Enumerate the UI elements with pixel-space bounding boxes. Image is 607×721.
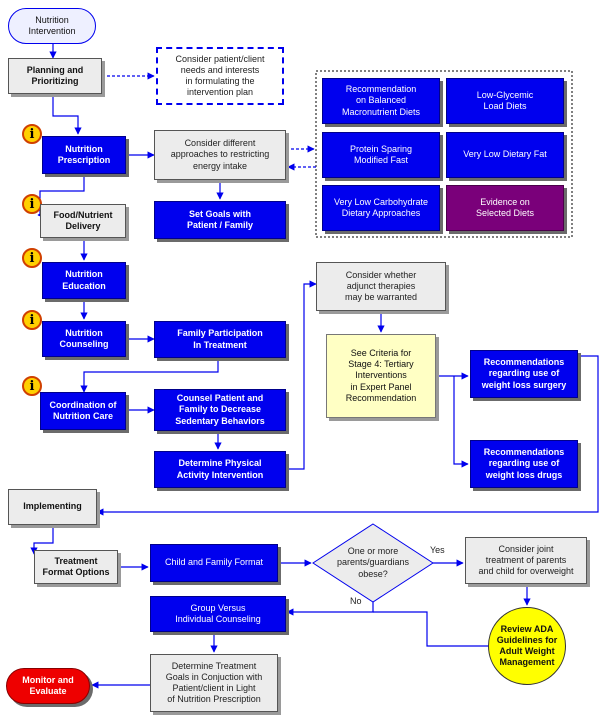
protein-sparing-modified-fast[interactable]: Protein Sparing Modified Fast — [322, 132, 440, 178]
monitor-evaluate-end[interactable]: Monitor and Evaluate — [6, 668, 90, 704]
counsel-sedentary-behaviors-step[interactable]: Counsel Patient and Family to Decrease S… — [154, 389, 286, 431]
edge-implementing-to-treatment-format — [30, 527, 54, 555]
very-low-carbohydrate-approaches[interactable]: Very Low Carbohydrate Dietary Approaches — [322, 185, 440, 231]
edge-planning-to-prescription — [52, 94, 82, 135]
consider-needs-note[interactable]: Consider patient/client needs and intere… — [156, 47, 284, 105]
nutrition-counseling-step[interactable]: Nutrition Counseling — [42, 321, 126, 357]
review-ada-guidelines[interactable]: Review ADA Guidelines for Adult Weight M… — [488, 607, 566, 685]
very-low-dietary-fat[interactable]: Very Low Dietary Fat — [446, 132, 564, 178]
no-label: No — [350, 596, 362, 606]
info-icon[interactable]: i — [22, 376, 42, 396]
food-nutrient-delivery-step[interactable]: Food/Nutrient Delivery — [40, 204, 126, 238]
edge-prescription-to-food-delivery — [37, 176, 85, 219]
info-icon[interactable]: i — [22, 248, 42, 268]
set-goals-step[interactable]: Set Goals with Patient / Family — [154, 201, 286, 239]
consider-joint-treatment-step[interactable]: Consider joint treatment of parents and … — [465, 537, 587, 584]
group-vs-individual-counseling-step[interactable]: Group Versus Individual Counseling — [150, 596, 286, 632]
rec-weight-loss-surgery[interactable]: Recommendations regarding use of weight … — [470, 350, 578, 398]
consider-adjunct-therapies-step[interactable]: Consider whether adjunct therapies may b… — [316, 262, 446, 311]
rec-weight-loss-drugs[interactable]: Recommendations regarding use of weight … — [470, 440, 578, 488]
edge-family-participation-to-coordination — [80, 358, 219, 393]
nutrition-education-step[interactable]: Nutrition Education — [42, 262, 126, 299]
coordination-nutrition-care-step[interactable]: Coordination of Nutrition Care — [40, 392, 126, 430]
treatment-format-options-step[interactable]: Treatment Format Options — [34, 550, 118, 584]
family-participation-step[interactable]: Family Participation In Treatment — [154, 321, 286, 358]
planning-prioritizing-step[interactable]: Planning and Prioritizing — [8, 58, 102, 94]
info-icon[interactable]: i — [22, 194, 42, 214]
edge-no-branch-to-review-ada — [373, 611, 488, 647]
yes-label: Yes — [430, 545, 445, 555]
parents-obese-decision[interactable]: One or more parents/guardians obese? — [336, 546, 410, 579]
edge-recommendations-to-implementing-a — [496, 355, 599, 513]
implementing-step[interactable]: Implementing — [8, 489, 97, 525]
evidence-on-selected-diets[interactable]: Evidence on Selected Diets — [446, 185, 564, 231]
see-criteria-stage4-note[interactable]: See Criteria for Stage 4: Tertiary Inter… — [326, 334, 436, 418]
physical-activity-intervention-step[interactable]: Determine Physical Activity Intervention — [154, 451, 286, 488]
nutrition-prescription-step[interactable]: Nutrition Prescription — [42, 136, 126, 174]
edge-criteria-to-drugs — [453, 376, 469, 468]
low-glycemic-load-diets[interactable]: Low-Glycemic Load Diets — [446, 78, 564, 124]
info-icon[interactable]: i — [22, 310, 42, 330]
diet-options-group-frame — [315, 70, 573, 238]
determine-treatment-goals-step[interactable]: Determine Treatment Goals in Conjuction … — [150, 654, 278, 712]
child-family-format-step[interactable]: Child and Family Format — [150, 544, 278, 582]
info-icon[interactable]: i — [22, 124, 42, 144]
edge-physical-activity-to-adjunct — [286, 280, 317, 470]
nutrition-intervention-start[interactable]: Nutrition Intervention — [8, 8, 96, 44]
consider-approaches-step[interactable]: Consider different approaches to restric… — [154, 130, 286, 180]
rec-balanced-macronutrient-diets[interactable]: Recommendation on Balanced Macronutrient… — [322, 78, 440, 124]
